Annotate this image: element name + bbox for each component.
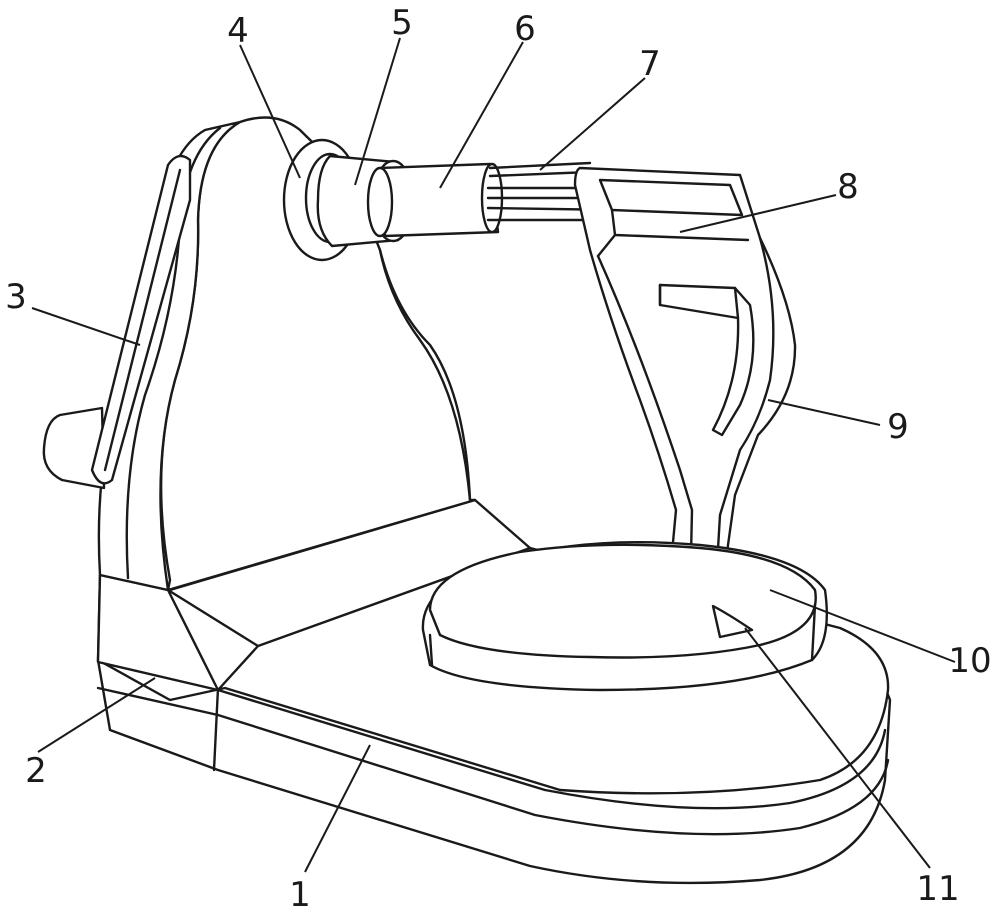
callout-10: 10 <box>948 641 991 681</box>
callout-4: 4 <box>227 11 249 51</box>
leader-2 <box>37 677 156 753</box>
callout-3: 3 <box>5 277 27 317</box>
leader-9 <box>767 399 881 426</box>
leader-3 <box>31 307 141 346</box>
callout-2: 2 <box>25 751 47 791</box>
fork-part-9 <box>596 236 775 602</box>
callout-11: 11 <box>916 869 959 909</box>
leader-6 <box>439 41 524 189</box>
leader-1 <box>304 744 371 873</box>
slot-part-11 <box>711 604 754 639</box>
leader-11 <box>744 627 931 869</box>
leader-7 <box>539 77 646 171</box>
crank-handle-part-3 <box>42 154 192 490</box>
callout-7: 7 <box>639 44 661 84</box>
callout-1: 1 <box>289 875 311 915</box>
leader-4 <box>239 44 301 179</box>
callout-numbers: 1 2 3 4 5 6 7 8 9 10 11 <box>5 3 991 915</box>
callout-5: 5 <box>391 3 413 43</box>
callout-9: 9 <box>887 407 909 447</box>
leader-10 <box>769 589 956 663</box>
shaft-part-6 <box>366 162 504 238</box>
leader-5 <box>354 37 401 186</box>
callout-8: 8 <box>837 167 859 207</box>
leader-8 <box>679 194 837 233</box>
leader-lines <box>31 37 956 873</box>
holder-frame-part-8 <box>573 166 797 632</box>
callout-6: 6 <box>514 9 536 49</box>
turntable-part-10 <box>421 540 828 692</box>
